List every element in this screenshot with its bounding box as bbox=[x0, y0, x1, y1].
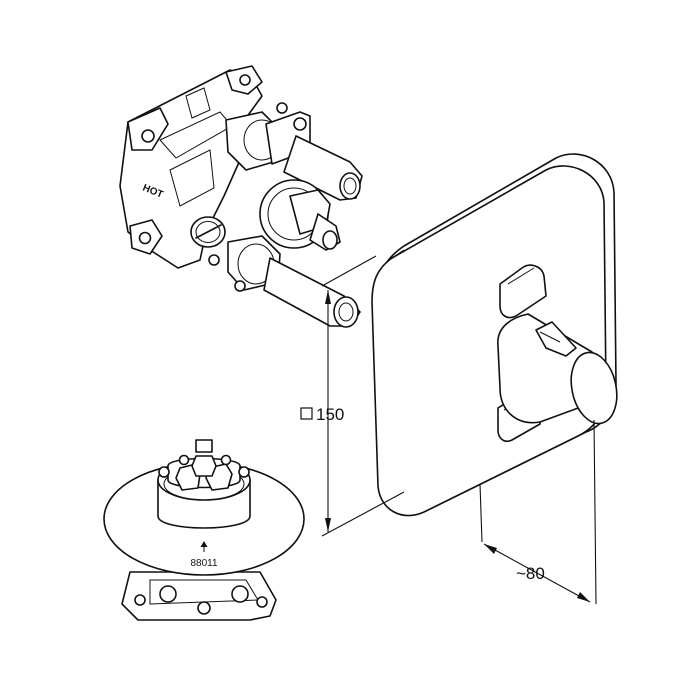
handle-lever-icon bbox=[535, 321, 577, 357]
mounting-tab-left bbox=[127, 107, 169, 151]
mounting-hole bbox=[138, 231, 152, 245]
guard-base-body bbox=[121, 571, 277, 621]
lower-pipe-connection bbox=[208, 235, 361, 328]
slotted-screw-icon bbox=[190, 216, 226, 248]
valve-body: HOT bbox=[119, 65, 263, 269]
height-dimension-label: 150 bbox=[316, 405, 344, 424]
upper-push-button bbox=[499, 264, 547, 319]
central-spindle bbox=[259, 179, 341, 251]
trim-plate bbox=[371, 153, 617, 517]
thermostatic-handle bbox=[497, 313, 618, 425]
arrow-up-icon bbox=[200, 541, 208, 552]
guard-cap bbox=[158, 439, 250, 491]
part-number-label: 88011 bbox=[190, 558, 218, 569]
mounting-hole bbox=[239, 74, 251, 86]
square-outline-icon bbox=[300, 407, 313, 420]
upper-pipe-connection bbox=[225, 102, 363, 201]
installation-guard: 88011 bbox=[103, 439, 305, 621]
height-dimension: 150 bbox=[300, 255, 405, 537]
mounting-hole bbox=[141, 129, 155, 143]
depth-dimension: ~80 bbox=[479, 419, 597, 605]
depth-dimension-label: ~80 bbox=[516, 564, 545, 583]
